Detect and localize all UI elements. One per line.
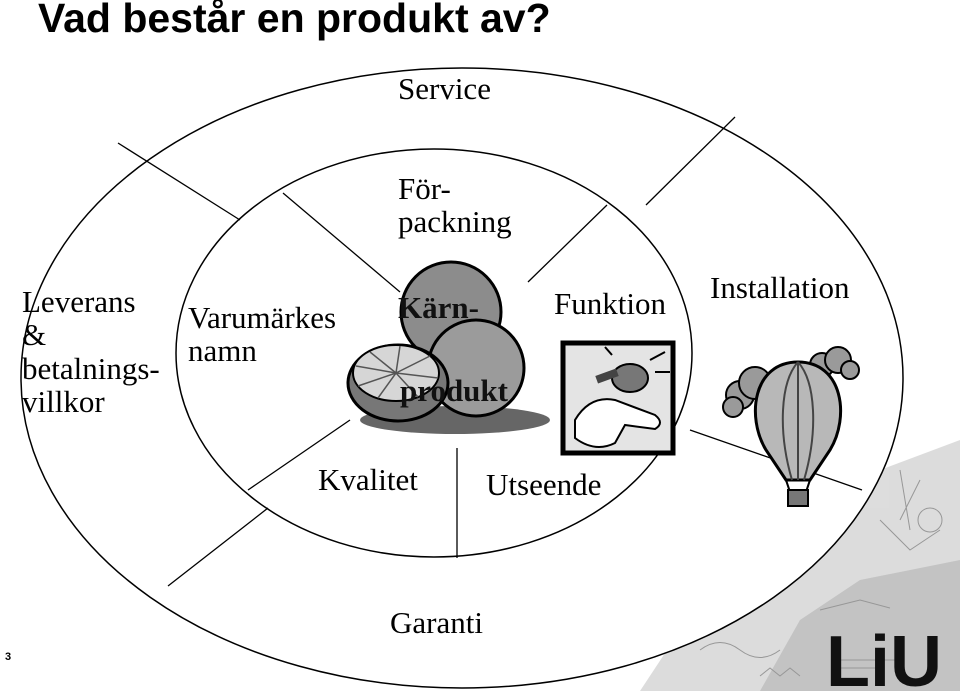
slide-number: 3 [5, 652, 11, 664]
svg-text:LiU: LiU [826, 622, 942, 691]
tool-hand-icon [563, 343, 673, 453]
label-brand-name: Varumärkes namn [188, 301, 336, 368]
label-service: Service [398, 72, 491, 105]
label-appearance: Utseende [486, 468, 601, 501]
liu-logo: LiU [826, 622, 942, 691]
label-installation: Installation [710, 271, 849, 304]
page-title: Vad består en produkt av? [38, 0, 551, 40]
label-packaging: För- packning [398, 172, 512, 239]
label-core-top: Kärn- [398, 291, 479, 324]
label-core-bottom: produkt [400, 374, 508, 407]
label-delivery-payment: Leverans & betalnings- villkor [22, 285, 160, 419]
label-quality: Kvalitet [318, 463, 418, 496]
label-warranty: Garanti [390, 606, 483, 639]
label-function: Funktion [554, 287, 666, 320]
